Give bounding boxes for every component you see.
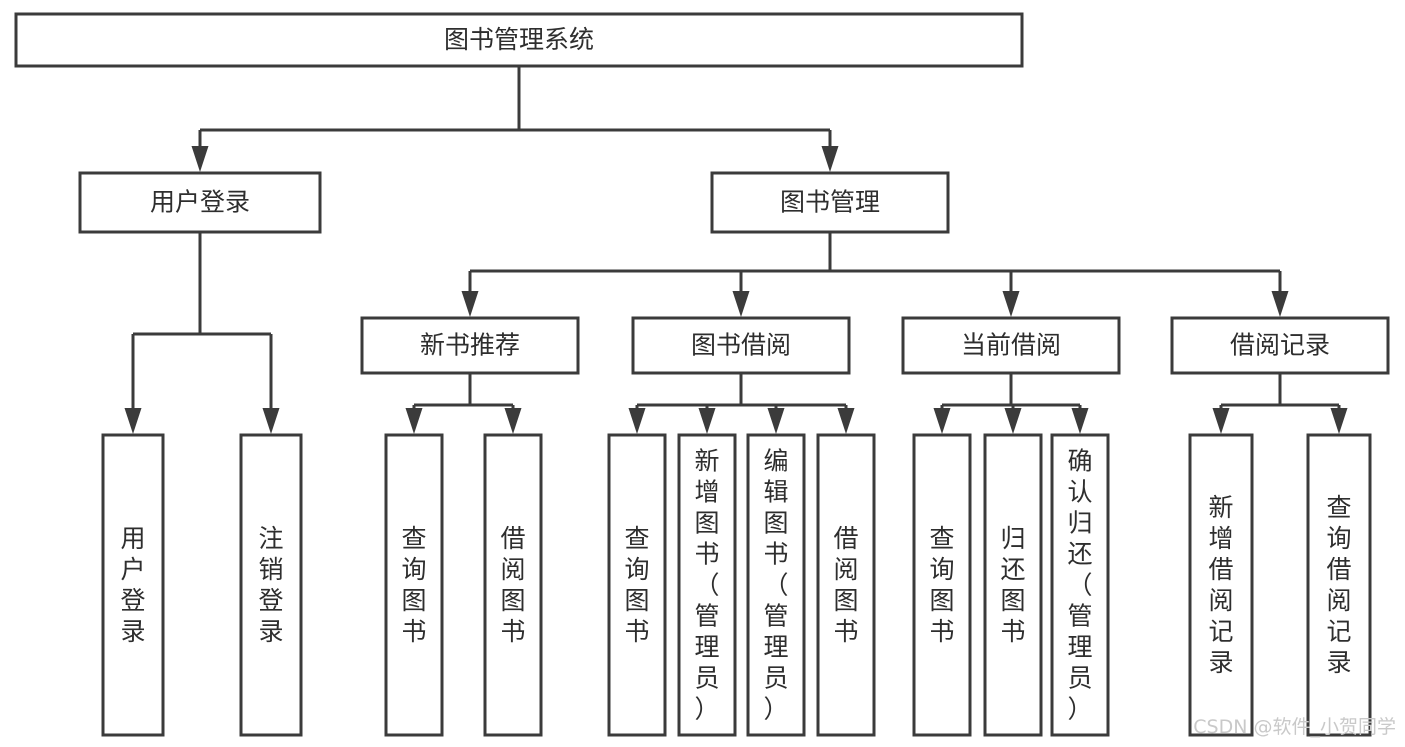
- node-box-borrow-3[interactable]: [746, 433, 806, 737]
- node-record-2[interactable]: 查询借阅记录: [1306, 433, 1372, 737]
- node-label-current-3: 确认归还（管理员）: [1067, 447, 1092, 724]
- node-root[interactable]: 图书管理系统: [14, 12, 1024, 68]
- node-current-2[interactable]: 归还图书: [983, 433, 1043, 737]
- node-label-login: 用户登录: [150, 188, 250, 217]
- arrow-head-current-1: [933, 408, 951, 434]
- node-box-borrow[interactable]: [631, 316, 851, 375]
- node-box-borrow-1[interactable]: [607, 433, 667, 737]
- node-login[interactable]: 用户登录: [78, 171, 322, 234]
- node-newbook[interactable]: 新书推荐: [360, 316, 580, 375]
- node-label-current: 当前借阅: [961, 331, 1061, 360]
- connector-layer: [124, 66, 1348, 434]
- node-box-record[interactable]: [1170, 316, 1390, 375]
- node-bookmgr[interactable]: 图书管理: [710, 171, 950, 234]
- node-login-1[interactable]: 用户登录: [101, 433, 165, 737]
- arrow-head-borrow: [732, 291, 750, 317]
- connector-group-current: [933, 373, 1089, 434]
- node-label-login-2: 注销登录: [258, 524, 283, 646]
- node-label-borrow-2: 新增图书（管理员）: [694, 447, 719, 724]
- node-record[interactable]: 借阅记录: [1170, 316, 1390, 375]
- arrow-head-login-1: [124, 408, 142, 434]
- node-box-current-1[interactable]: [912, 433, 972, 737]
- node-label-record-1: 新增借阅记录: [1208, 493, 1233, 677]
- node-box-record-1[interactable]: [1188, 433, 1254, 737]
- node-label-bookmgr: 图书管理: [780, 188, 880, 217]
- node-borrow-2[interactable]: 新增图书（管理员）: [677, 433, 737, 737]
- node-box-newbook-1[interactable]: [384, 433, 444, 737]
- node-box-newbook-2[interactable]: [483, 433, 543, 737]
- arrow-head-borrow-1: [628, 408, 646, 434]
- node-box-newbook[interactable]: [360, 316, 580, 375]
- csdn-watermark: CSDN @软件_小贺同学: [1193, 716, 1396, 738]
- node-label-borrow: 图书借阅: [691, 331, 791, 360]
- node-borrow-3[interactable]: 编辑图书（管理员）: [746, 433, 806, 737]
- node-label-borrow-3: 编辑图书（管理员）: [763, 447, 788, 724]
- connector-group-bookmgr: [461, 232, 1289, 317]
- node-box-borrow-4[interactable]: [816, 433, 876, 737]
- node-box-borrow-2[interactable]: [677, 433, 737, 737]
- node-borrow-4[interactable]: 借阅图书: [816, 433, 876, 737]
- arrow-head-login-2: [262, 408, 280, 434]
- node-box-root[interactable]: [14, 12, 1024, 68]
- node-borrow-1[interactable]: 查询图书: [607, 433, 667, 737]
- node-label-newbook: 新书推荐: [420, 331, 520, 360]
- arrow-head-record-2: [1330, 408, 1348, 434]
- node-label-login-1: 用户登录: [120, 524, 145, 646]
- node-record-1[interactable]: 新增借阅记录: [1188, 433, 1254, 737]
- arrow-head-bookmgr: [821, 146, 839, 172]
- arrow-head-borrow-2: [698, 408, 716, 434]
- arrow-head-borrow-4: [837, 408, 855, 434]
- node-layer: 图书管理系统用户登录图书管理新书推荐图书借阅当前借阅借阅记录用户登录注销登录查询…: [14, 12, 1390, 737]
- node-label-root: 图书管理系统: [444, 25, 594, 54]
- arrow-head-current: [1002, 291, 1020, 317]
- node-current-3[interactable]: 确认归还（管理员）: [1050, 433, 1110, 737]
- connector-group-newbook: [405, 373, 522, 434]
- node-box-bookmgr[interactable]: [710, 171, 950, 234]
- node-label-borrow-1: 查询图书: [624, 524, 649, 646]
- node-login-2[interactable]: 注销登录: [239, 433, 303, 737]
- arrow-head-current-2: [1004, 408, 1022, 434]
- arrow-head-record-1: [1212, 408, 1230, 434]
- arrow-head-current-3: [1071, 408, 1089, 434]
- node-newbook-1[interactable]: 查询图书: [384, 433, 444, 737]
- arrow-head-record: [1271, 291, 1289, 317]
- node-label-current-2: 归还图书: [1000, 524, 1025, 646]
- arrow-head-borrow-3: [767, 408, 785, 434]
- node-label-newbook-2: 借阅图书: [500, 524, 525, 646]
- arrow-head-newbook: [461, 291, 479, 317]
- arrow-head-newbook-2: [504, 408, 522, 434]
- node-current-1[interactable]: 查询图书: [912, 433, 972, 737]
- node-label-record: 借阅记录: [1230, 331, 1330, 360]
- node-box-login-1[interactable]: [101, 433, 165, 737]
- node-box-login[interactable]: [78, 171, 322, 234]
- node-label-borrow-4: 借阅图书: [833, 524, 858, 646]
- node-label-record-2: 查询借阅记录: [1326, 493, 1351, 677]
- node-box-current[interactable]: [901, 316, 1121, 375]
- connector-group-root: [191, 66, 839, 172]
- connector-group-record: [1212, 373, 1348, 434]
- node-label-newbook-1: 查询图书: [401, 524, 426, 646]
- connector-group-borrow: [628, 373, 855, 434]
- node-newbook-2[interactable]: 借阅图书: [483, 433, 543, 737]
- node-box-login-2[interactable]: [239, 433, 303, 737]
- node-borrow[interactable]: 图书借阅: [631, 316, 851, 375]
- arrow-head-login: [191, 146, 209, 172]
- node-label-current-1: 查询图书: [929, 524, 954, 646]
- node-current[interactable]: 当前借阅: [901, 316, 1121, 375]
- node-box-record-2[interactable]: [1306, 433, 1372, 737]
- node-box-current-2[interactable]: [983, 433, 1043, 737]
- node-box-current-3[interactable]: [1050, 433, 1110, 737]
- connector-group-login: [124, 232, 280, 434]
- arrow-head-newbook-1: [405, 408, 423, 434]
